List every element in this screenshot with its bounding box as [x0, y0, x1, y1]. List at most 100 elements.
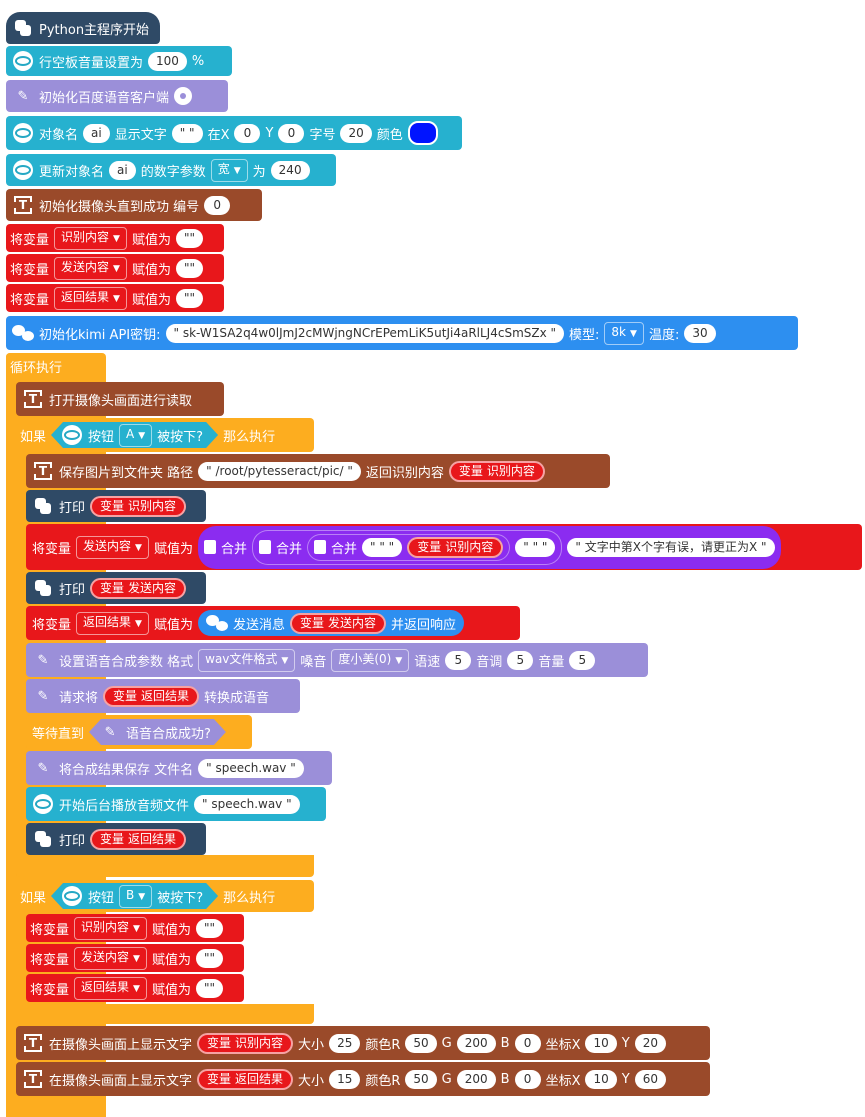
set-variable-block[interactable]: 将变量 发送内容▼ 赋值为 "": [6, 254, 224, 282]
variable-dropdown[interactable]: 返回结果▼: [54, 286, 127, 310]
python-main-start-block[interactable]: Python主程序开始: [6, 12, 160, 44]
button-pressed-condition[interactable]: 按钮 A▼ 被按下?: [51, 422, 218, 448]
variable-reporter[interactable]: 变量返回结果: [197, 1068, 294, 1090]
quote-input[interactable]: " " ": [515, 537, 556, 557]
button-dropdown[interactable]: A▼: [119, 424, 152, 447]
volume-input[interactable]: 100: [148, 51, 187, 71]
variable-reporter[interactable]: 变量发送内容: [90, 577, 187, 599]
tts-success-condition[interactable]: ✎ 语音合成成功?: [89, 719, 226, 745]
object-name-input[interactable]: ai: [83, 123, 110, 143]
value-input[interactable]: "": [195, 918, 224, 938]
set-variable-block[interactable]: 将变量 返回结果▼ 赋值为 "": [6, 284, 224, 312]
prompt-text-input[interactable]: " 文字中第X个字有误，请更正为X ": [567, 537, 775, 557]
set-volume-block[interactable]: 行空板音量设置为 100 %: [6, 46, 232, 76]
set-variable-block[interactable]: 将变量 发送内容▼ 赋值为 "": [26, 944, 244, 972]
print-block[interactable]: 打印 变量识别内容: [26, 490, 206, 522]
variable-dropdown[interactable]: 发送内容▼: [76, 535, 149, 559]
print-block[interactable]: 打印 变量发送内容: [26, 572, 206, 604]
print-block[interactable]: 打印 变量返回结果: [26, 823, 206, 855]
filename-input[interactable]: " speech.wav ": [198, 758, 304, 778]
set-concat-block[interactable]: 将变量 发送内容▼ 赋值为 合并 合并 合并 " " " 变量识别内容 " " …: [26, 524, 862, 570]
variable-dropdown[interactable]: 返回结果▼: [74, 976, 147, 1000]
variable-dropdown[interactable]: 发送内容▼: [54, 256, 127, 280]
value-input[interactable]: "": [195, 978, 224, 998]
y-input[interactable]: 0: [278, 123, 305, 143]
save-tts-result-block[interactable]: ✎ 将合成结果保存 文件名 " speech.wav ": [26, 751, 332, 785]
button-pressed-condition[interactable]: 按钮 B▼ 被按下?: [51, 883, 218, 909]
value-input[interactable]: "": [195, 948, 224, 968]
camera-id-input[interactable]: 0: [204, 195, 231, 215]
filename-input[interactable]: " speech.wav ": [194, 794, 300, 814]
text-input[interactable]: " ": [171, 123, 203, 143]
init-camera-block[interactable]: T 初始化摄像头直到成功 编号 0: [6, 189, 262, 221]
x-input[interactable]: 10: [585, 1069, 617, 1089]
display-text-block[interactable]: 对象名 ai 显示文字 " " 在X 0 Y 0 字号 20 颜色: [6, 116, 462, 150]
model-dropdown[interactable]: 8k▼: [604, 321, 644, 345]
y-input[interactable]: 60: [634, 1069, 666, 1089]
volume-input[interactable]: 5: [569, 650, 596, 670]
g-input[interactable]: 200: [456, 1069, 496, 1089]
open-camera-block[interactable]: T 打开摄像头画面进行读取: [16, 382, 224, 416]
api-key-input[interactable]: " sk-W1SA2q4w0lJmJ2cMWjngNCrEPemLiK5utJi…: [165, 323, 565, 343]
wait-until-block[interactable]: 等待直到 ✎ 语音合成成功?: [26, 715, 252, 749]
set-variable-block[interactable]: 将变量 识别内容▼ 赋值为 "": [6, 224, 224, 252]
value-input[interactable]: "": [175, 258, 204, 278]
font-size-input[interactable]: 20: [340, 123, 372, 143]
camera-show-text-block[interactable]: T 在摄像头画面上显示文字 变量识别内容 大小 25 颜色R 50 G 200 …: [16, 1026, 710, 1060]
tts-params-block[interactable]: ✎ 设置语音合成参数 格式 wav文件格式▼ 嗓音 度小美(0)▼ 语速 5 音…: [26, 643, 648, 677]
send-message-reporter[interactable]: 发送消息 变量发送内容 并返回响应: [197, 610, 465, 636]
variable-reporter[interactable]: 变量识别内容: [448, 460, 545, 482]
variable-dropdown[interactable]: 发送内容▼: [74, 946, 147, 970]
variable-reporter[interactable]: 变量识别内容: [197, 1032, 294, 1054]
init-kimi-block[interactable]: 初始化kimi API密钥: " sk-W1SA2q4w0lJmJ2cMWjng…: [6, 316, 798, 350]
variable-reporter[interactable]: 变量识别内容: [90, 495, 187, 517]
format-dropdown[interactable]: wav文件格式▼: [198, 648, 296, 672]
value-input[interactable]: "": [175, 228, 204, 248]
path-input[interactable]: " /root/pytesseract/pic/ ": [198, 461, 361, 481]
save-picture-block[interactable]: T 保存图片到文件夹 路径 " /root/pytesseract/pic/ "…: [26, 454, 610, 488]
gear-icon[interactable]: [174, 87, 193, 105]
x-input[interactable]: 10: [585, 1033, 617, 1053]
b-input[interactable]: 0: [514, 1033, 541, 1053]
set-variable-block[interactable]: 将变量 识别内容▼ 赋值为 "": [26, 914, 244, 942]
value-input[interactable]: "": [175, 288, 204, 308]
variable-dropdown[interactable]: 识别内容▼: [54, 226, 127, 250]
b-input[interactable]: 0: [514, 1069, 541, 1089]
label: 坐标X: [545, 1037, 581, 1053]
quote-input[interactable]: " " ": [362, 537, 403, 557]
object-name-input[interactable]: ai: [109, 160, 136, 180]
g-input[interactable]: 200: [456, 1033, 496, 1053]
color-swatch[interactable]: [407, 121, 438, 145]
value-input[interactable]: 240: [270, 160, 310, 180]
loop-label: 循环执行: [10, 360, 63, 376]
variable-reporter[interactable]: 变量发送内容: [289, 612, 387, 634]
pitch-input[interactable]: 5: [507, 650, 534, 670]
x-input[interactable]: 0: [234, 123, 261, 143]
y-input[interactable]: 20: [634, 1033, 666, 1053]
variable-reporter[interactable]: 变量识别内容: [407, 536, 504, 558]
set-send-message-block[interactable]: 将变量 返回结果▼ 赋值为 发送消息 变量发送内容 并返回响应: [26, 606, 520, 640]
init-baidu-voice-block[interactable]: ✎ 初始化百度语音客户端: [6, 80, 228, 112]
variable-reporter[interactable]: 变量返回结果: [103, 685, 200, 707]
size-input[interactable]: 15: [329, 1069, 361, 1089]
dropdown-value: 返回结果: [83, 614, 132, 629]
camera-show-text-block[interactable]: T 在摄像头画面上显示文字 变量返回结果 大小 15 颜色R 50 G 200 …: [16, 1062, 710, 1096]
set-variable-block[interactable]: 将变量 返回结果▼ 赋值为 "": [26, 974, 244, 1002]
r-input[interactable]: 50: [405, 1069, 437, 1089]
update-param-block[interactable]: 更新对象名 ai 的数字参数 宽▼ 为 240: [6, 154, 336, 186]
param-dropdown[interactable]: 宽▼: [210, 158, 248, 182]
button-dropdown[interactable]: B▼: [119, 885, 152, 908]
merge-reporter-mid[interactable]: 合并 合并 " " " 变量识别内容 " " ": [251, 529, 563, 565]
variable-dropdown[interactable]: 识别内容▼: [74, 916, 147, 940]
temperature-input[interactable]: 30: [684, 323, 716, 343]
speed-input[interactable]: 5: [445, 650, 472, 670]
variable-dropdown[interactable]: 返回结果▼: [76, 611, 149, 635]
tts-request-block[interactable]: ✎ 请求将 变量返回结果 转换成语音: [26, 679, 300, 713]
voice-dropdown[interactable]: 度小美(0)▼: [331, 648, 410, 672]
play-audio-block[interactable]: 开始后台播放音频文件 " speech.wav ": [26, 787, 326, 821]
merge-reporter-inner[interactable]: 合并 " " " 变量识别内容: [307, 533, 511, 561]
variable-reporter[interactable]: 变量返回结果: [90, 828, 187, 850]
size-input[interactable]: 25: [329, 1033, 361, 1053]
r-input[interactable]: 50: [405, 1033, 437, 1053]
merge-reporter-outer[interactable]: 合并 合并 合并 " " " 变量识别内容 " " " " 文字中第X个字有误，…: [197, 525, 781, 569]
